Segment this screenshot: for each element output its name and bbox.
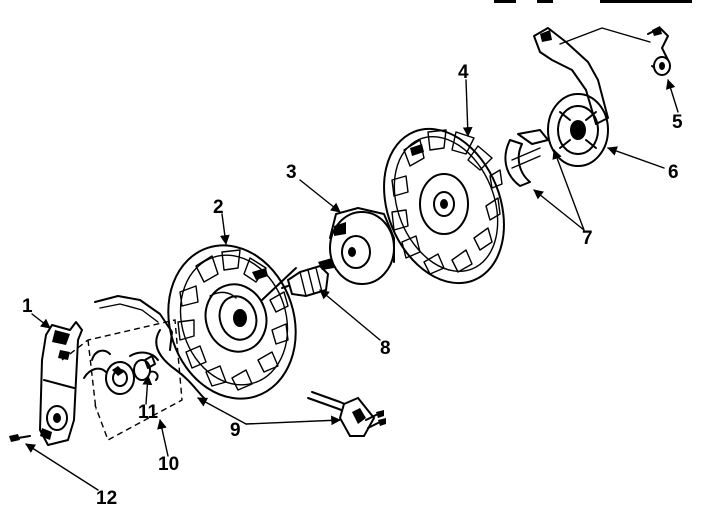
part-2-reel-flange: [167, 244, 297, 400]
callout-8: 8: [380, 338, 391, 359]
callout-5: 5: [672, 112, 683, 133]
part-11-clips: [144, 355, 159, 381]
callout-12: 12: [96, 488, 117, 509]
callout-7: 7: [582, 228, 593, 249]
cropped-top-text-fragments: [494, 0, 692, 3]
part-10-assembly-outline: [61, 319, 183, 441]
callout-6: 6: [668, 162, 679, 183]
part-7-brake-shoes: [504, 129, 549, 187]
callout-11: 11: [138, 402, 159, 423]
part-10-spring-assembly: [83, 295, 173, 395]
callout-4: 4: [458, 62, 469, 83]
callout-9: 9: [230, 420, 241, 441]
part-1-bracket: [39, 321, 83, 446]
part-9-cord-and-plug: [155, 329, 386, 437]
part-6-wheel: [547, 93, 609, 167]
callout-3: 3: [286, 162, 297, 183]
part-12-screw: [9, 434, 31, 442]
callout-labels: 1 2 3 4 5 6 7 8 9 10 11 12: [22, 62, 683, 509]
part-5-bracket-cam: [533, 26, 671, 125]
callout-1: 1: [22, 296, 33, 317]
part-8-connector: [281, 258, 334, 298]
callout-10: 10: [158, 454, 179, 475]
part-3-hub-disk: [329, 207, 395, 285]
part-4-reel-large: [383, 127, 505, 285]
leader-lines: [25, 79, 679, 491]
callout-2: 2: [213, 197, 224, 218]
